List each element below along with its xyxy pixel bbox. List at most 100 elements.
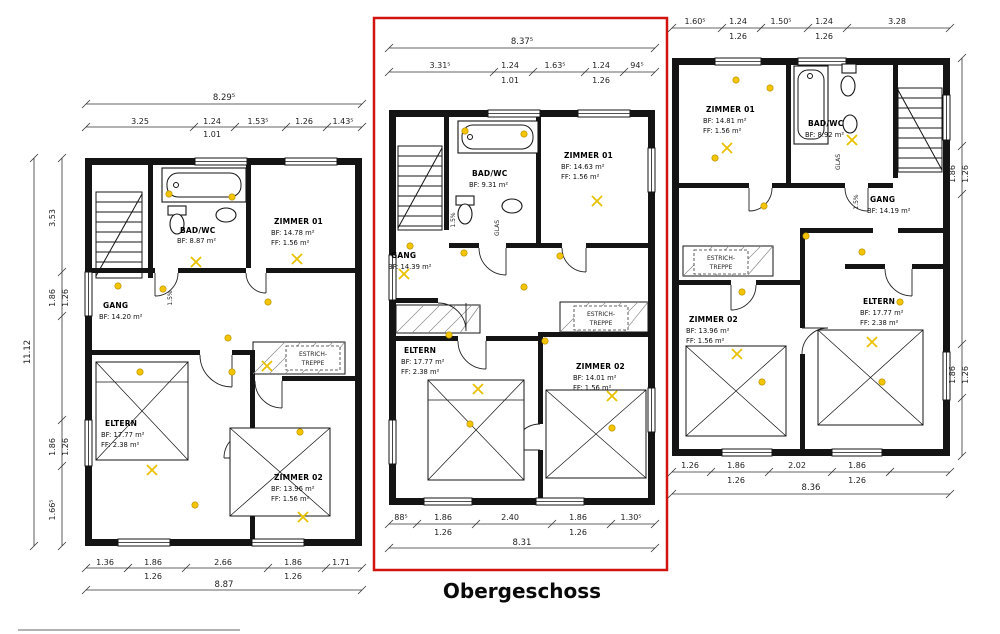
glas-label: GLAS (835, 154, 842, 170)
ceiling-light-icon (541, 337, 549, 345)
room-middle-eltern-name: ELTERN (404, 346, 436, 355)
dim-left-t4: 1.26 (295, 117, 313, 126)
dim-left-t2a: 1.24 (203, 117, 221, 126)
room-middle-z1-ff: FF: 1.56 m² (561, 173, 600, 181)
estrich-label-line1: ESTRICH- (587, 311, 615, 318)
unit-left-bed-zimmer02 (229, 427, 331, 517)
estrich-label-line2: TREPPE (709, 264, 733, 271)
room-right-bad-bf: BF: 8.92 m² (805, 131, 844, 139)
room-middle-z2-name: ZIMMER 02 (576, 362, 625, 371)
dim-right-r2b: 1.26 (961, 366, 970, 384)
room-left-z1-name: ZIMMER 01 (274, 217, 323, 226)
ceiling-light-icon (466, 420, 474, 428)
ceiling-light-icon (802, 232, 810, 240)
unit-right-estrich-label: ESTRICH- TREPPE (693, 249, 749, 275)
dim-right-b2b: 1.26 (727, 476, 745, 485)
room-right-z2-ff: FF: 1.56 m² (686, 337, 725, 345)
dim-right-bottom-total: 8.36 (802, 483, 821, 493)
unit-left-sink (215, 207, 237, 223)
dim-right-t3: 1.50⁵ (770, 17, 791, 26)
dim-middle-bottom-total: 8.31 (513, 538, 532, 548)
unit-middle-bed-eltern (427, 379, 525, 481)
room-middle-bad-bf: BF: 9.31 m² (469, 181, 508, 189)
ceiling-light-icon (114, 282, 122, 290)
dim-left-b3: 2.66 (214, 558, 232, 567)
dim-right-b1: 1.26 (681, 461, 699, 470)
dim-left-l4: 1.66⁵ (48, 499, 57, 520)
selection-highlight-box (372, 16, 669, 572)
lamp-x-icon (591, 195, 603, 207)
room-middle-gang-bf: BF: 14.39 m² (388, 263, 432, 271)
dim-middle-b2a: 1.86 (434, 513, 452, 522)
estrich-label-line1: ESTRICH- (299, 351, 327, 358)
unit-middle-estrich-label: ESTRICH- TREPPE (573, 305, 629, 331)
estrich-label-line2: TREPPE (301, 360, 325, 367)
ceiling-light-icon (738, 288, 746, 296)
ceiling-light-icon (711, 154, 719, 162)
dim-left-l2a: 1.86 (48, 289, 57, 307)
unit-right-toilet (840, 63, 857, 97)
dim-left-bottom-total: 8.87 (215, 580, 234, 590)
room-left-eltern-ff: FF: 2.38 m² (101, 441, 140, 449)
room-right-bad-name: BAD/WC (808, 119, 844, 128)
ceiling-light-icon (228, 193, 236, 201)
dim-right-b4a: 1.86 (848, 461, 866, 470)
lamp-x-icon (146, 464, 158, 476)
room-left-bad-name: BAD/WC (180, 226, 216, 235)
ceiling-light-icon (760, 202, 768, 210)
dim-right-b3: 2.02 (788, 461, 806, 470)
room-middle-gang-name: GANG (391, 251, 416, 260)
unit-middle-interior-walls (396, 117, 648, 505)
dim-left-total-height: 11.12 (23, 340, 33, 364)
lamp-x-icon (472, 383, 484, 395)
unit-left-estrich-label: ESTRICH- TREPPE (285, 345, 341, 371)
ceiling-light-icon (556, 252, 564, 260)
dim-left-b5: 1.71 (332, 558, 350, 567)
room-left-z2-bf: BF: 13.96 m² (271, 485, 315, 493)
dim-left-l3a: 1.86 (48, 438, 57, 456)
room-right-z1-ff: FF: 1.56 m² (703, 127, 742, 135)
unit-right-dimensions: 1.60⁵ 1.24 1.26 1.50⁵ 1.24 1.26 3.28 1.8… (667, 17, 970, 499)
ceiling-light-icon (878, 378, 886, 386)
lamp-x-icon (866, 336, 878, 348)
dim-left-t1: 3.25 (131, 117, 149, 126)
dim-middle-b5: 1.30⁵ (620, 513, 641, 522)
ceiling-light-icon (165, 190, 173, 198)
unit-middle-stairs (397, 145, 443, 231)
lamp-x-icon (731, 348, 743, 360)
room-right-z1-name: ZIMMER 01 (706, 105, 755, 114)
dim-left-l2b: 1.26 (61, 289, 70, 307)
unit-left-ceiling-lights (114, 190, 309, 523)
unit-right-stairs (897, 87, 943, 173)
unit-middle-bed-zimmer02 (545, 389, 647, 479)
dim-left-b4b: 1.26 (284, 572, 302, 581)
room-middle-z2-bf: BF: 14.01 m² (573, 374, 617, 382)
dim-left-l3b: 1.26 (61, 438, 70, 456)
lamp-x-icon (606, 390, 618, 402)
room-right-z2-name: ZIMMER 02 (689, 315, 738, 324)
unit-left-bed-eltern (95, 361, 189, 461)
lamp-x-icon (846, 134, 858, 146)
slope-label: 1.5% (853, 194, 860, 210)
unit-right-interior-walls (679, 65, 943, 456)
room-left-z2-ff: FF: 1.56 m² (271, 495, 310, 503)
ceiling-light-icon (460, 249, 468, 257)
ceiling-light-icon (406, 242, 414, 250)
room-left-z2-name: ZIMMER 02 (274, 473, 323, 482)
dim-right-t5: 3.28 (888, 17, 906, 26)
room-left-z1-ff: FF: 1.56 m² (271, 239, 310, 247)
estrich-label-line2: TREPPE (589, 320, 613, 327)
unit-middle-ceiling-lights (398, 127, 618, 432)
ceiling-light-icon (896, 298, 904, 306)
unit-middle: ESTRICH- TREPPE BAD/WC BF: 9.31 m² ZIMME… (384, 37, 660, 553)
ceiling-light-icon (520, 130, 528, 138)
dim-middle-t5: 94⁵ (630, 61, 643, 70)
dim-middle-b4b: 1.26 (569, 528, 587, 537)
dim-right-t4b: 1.26 (815, 32, 833, 41)
ceiling-light-icon (608, 424, 616, 432)
dim-left-top-total: 8.29⁵ (213, 93, 235, 103)
unit-middle-bathtub (457, 120, 539, 154)
dim-middle-b4a: 1.86 (569, 513, 587, 522)
unit-right-sink (842, 114, 858, 134)
dim-middle-b2b: 1.26 (434, 528, 452, 537)
